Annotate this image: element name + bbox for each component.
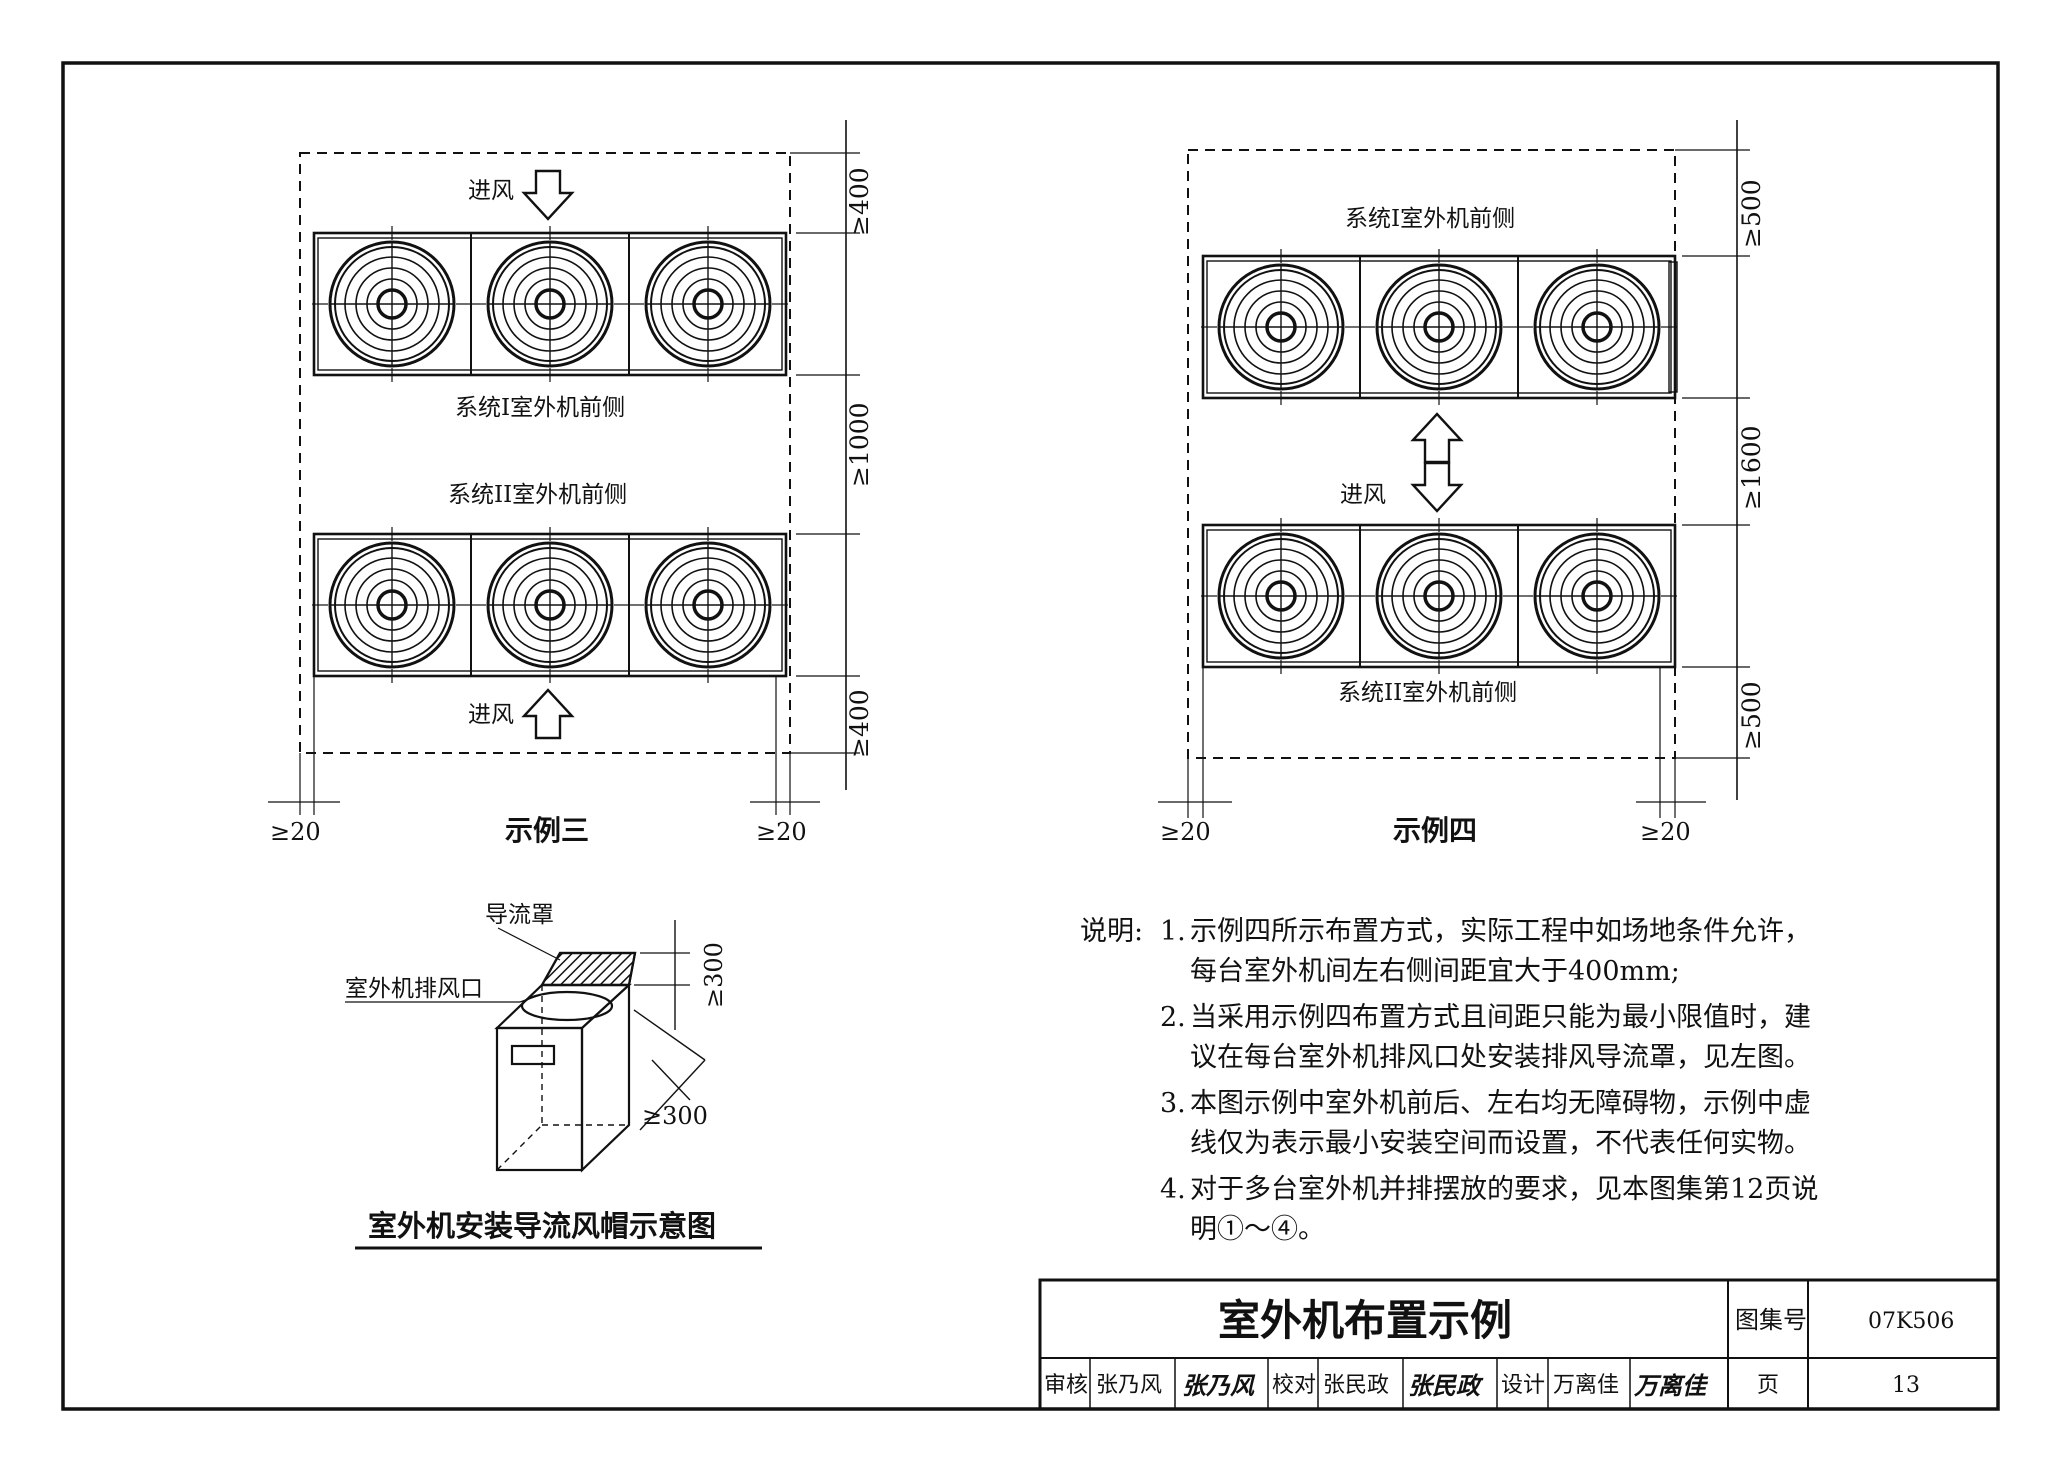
example3-inlet-arrow-top — [522, 169, 574, 221]
note-1-line1: 示例四所示布置方式，实际工程中如场地条件允许， — [1190, 916, 1811, 947]
note-4-line1: 对于多台室外机并排摆放的要求，见本图集第12页说 — [1190, 1174, 1819, 1205]
example3-inlet-top-label: 进风 — [468, 178, 514, 204]
title-block — [1038, 1278, 2000, 1411]
example3-dim-middle: ≥1000 — [845, 402, 874, 487]
note-1-num: 1. — [1160, 916, 1186, 947]
hood-sketch — [345, 920, 706, 1173]
example4-dim-middle: ≥1600 — [1737, 425, 1766, 510]
example3-layout — [268, 120, 860, 815]
page-number: 13 — [1892, 1373, 1920, 1398]
example4-clearance-box — [1187, 149, 1676, 759]
atlas-number: 07K506 — [1868, 1309, 1954, 1334]
note-4-num: 4. — [1160, 1174, 1186, 1205]
example3-inlet-bottom-label: 进风 — [468, 702, 514, 728]
hood-title: 室外机安装导流风帽示意图 — [368, 1209, 716, 1243]
example3-system1-label: 系统I室外机前侧 — [455, 395, 625, 421]
example3-dim-top: ≥400 — [845, 167, 874, 236]
designer-signature: 万离佳 — [1633, 1371, 1709, 1400]
example3-clearance-box — [299, 152, 791, 754]
example4-inlet-arrow-down — [1411, 461, 1463, 513]
example3-side-left: ≥20 — [270, 818, 321, 846]
reviewer-signature: 张乃风 — [1182, 1371, 1256, 1400]
checker-signature: 张民政 — [1408, 1371, 1484, 1400]
example4-caption: 示例四 — [1393, 814, 1477, 847]
note-3-line1: 本图示例中室外机前后、左右均无障碍物，示例中虚 — [1190, 1088, 1811, 1119]
example3-system2-unit — [312, 527, 788, 683]
example3-caption: 示例三 — [505, 814, 589, 847]
designer-name: 万离佳 — [1553, 1373, 1619, 1398]
note-2-line1: 当采用示例四布置方式且间距只能为最小限值时，建 — [1190, 1002, 1811, 1033]
check-label: 校对 — [1272, 1373, 1316, 1398]
example4-system1-unit — [1201, 249, 1677, 405]
note-2-line2: 议在每台室外机排风口处安装排风导流罩，见左图。 — [1190, 1042, 1811, 1073]
note-3-num: 3. — [1160, 1088, 1186, 1119]
hood-label: 导流罩 — [485, 902, 554, 928]
outlet-label: 室外机排风口 — [345, 976, 483, 1002]
example3-system2-label: 系统II室外机前侧 — [448, 482, 627, 508]
example4-dim-bottom: ≥500 — [1737, 681, 1766, 750]
drawing-title: 室外机布置示例 — [1218, 1296, 1512, 1345]
review-label: 审核 — [1044, 1373, 1088, 1398]
example3-system1-unit — [312, 226, 788, 382]
example3-dim-bottom: ≥400 — [845, 689, 874, 758]
hood-dim-height: ≥300 — [700, 942, 728, 1008]
hood-dim-diag: ≥300 — [642, 1102, 708, 1130]
design-label: 设计 — [1501, 1373, 1545, 1398]
note-1-line2: 每台室外机间左右侧间距宜大于400mm; — [1190, 956, 1680, 987]
example4-dim-top: ≥500 — [1737, 179, 1766, 248]
page-label: 页 — [1757, 1373, 1779, 1398]
example4-inlet-label: 进风 — [1340, 482, 1386, 508]
example4-side-right: ≥20 — [1640, 818, 1691, 846]
example3-inlet-arrow-bottom — [522, 688, 574, 740]
checker-name: 张民政 — [1323, 1373, 1389, 1398]
note-4-line2: 明①～④。 — [1190, 1214, 1325, 1245]
note-2-num: 2. — [1160, 1002, 1186, 1033]
example4-side-left: ≥20 — [1160, 818, 1211, 846]
example4-system2-label: 系统II室外机前侧 — [1338, 680, 1517, 706]
example4-system1-label: 系统I室外机前侧 — [1345, 206, 1515, 232]
example4-inlet-arrow-up — [1411, 412, 1463, 464]
note-3-line2: 线仅为表示最小安装空间而设置，不代表任何实物。 — [1190, 1128, 1811, 1159]
sheet-border — [61, 61, 2000, 1411]
reviewer-name: 张乃风 — [1096, 1373, 1162, 1398]
example4-layout — [1158, 120, 1750, 818]
atlas-label: 图集号 — [1735, 1306, 1807, 1334]
example3-side-right: ≥20 — [756, 818, 807, 846]
notes-prefix: 说明: — [1080, 916, 1144, 947]
example4-system2-unit — [1201, 518, 1677, 674]
